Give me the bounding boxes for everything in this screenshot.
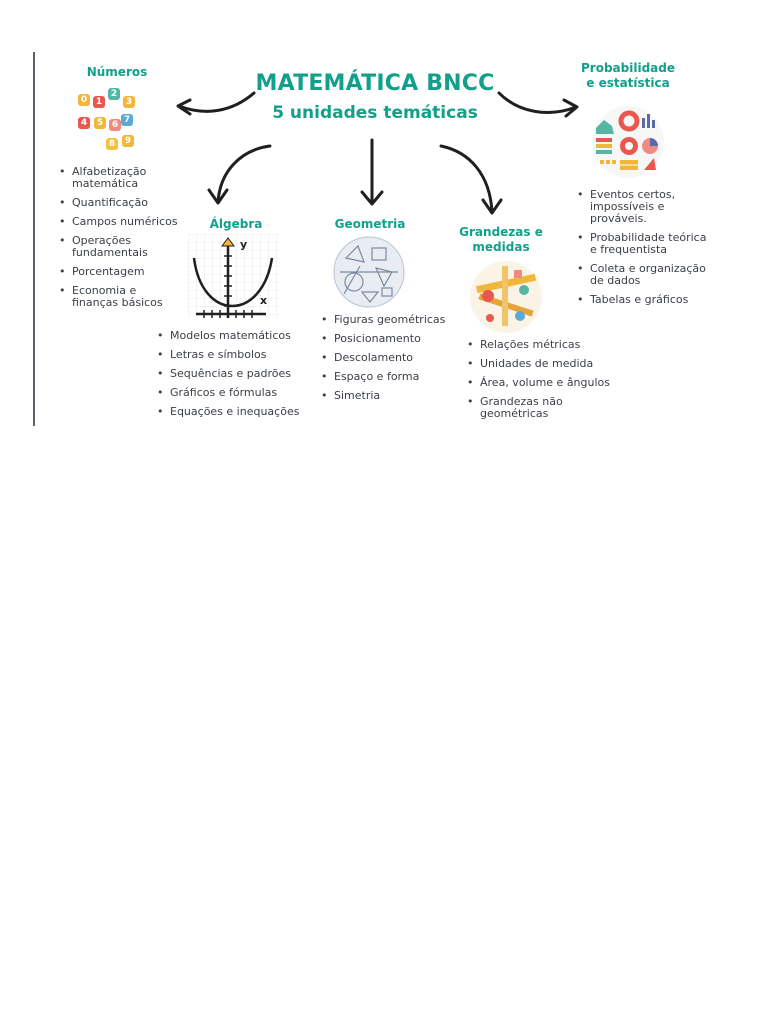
tile-5: 5 (94, 117, 106, 129)
list-item: Porcentagem (58, 266, 178, 279)
list-item: Descolamento (320, 352, 460, 365)
list-item: Área, volume e ângulos (466, 377, 626, 390)
list-item: Relações métricas (466, 339, 626, 352)
list-item: Gráficos e fórmulas (156, 387, 306, 400)
arrowhead-algebra (207, 188, 229, 205)
tile-0: 0 (78, 94, 90, 106)
list-item: Tabelas e gráficos (576, 294, 716, 307)
tile-8: 8 (106, 138, 118, 150)
list-item: Alfabetização matemática (58, 166, 178, 190)
page-subtitle: 5 unidades temáticas (272, 103, 478, 123)
arrowhead-geometria (360, 190, 384, 206)
list-item: Figuras geométricas (320, 314, 460, 327)
mind-map: MATEMÁTICA BNCC 5 unidades temáticas Núm… (0, 0, 768, 430)
connector-arrows (176, 91, 579, 215)
tile-4: 4 (78, 117, 90, 129)
list-numeros: Alfabetização matemática Quantificação C… (58, 166, 178, 316)
list-item: Economia e finanças básicos (58, 285, 178, 309)
list-item: Unidades de medida (466, 358, 626, 371)
list-item: Quantificação (58, 197, 178, 210)
tile-1: 1 (93, 96, 105, 108)
arrowhead-numeros (176, 98, 192, 116)
parabola-graph-icon: y x (188, 234, 280, 324)
list-grandezas: Relações métricas Unidades de medida Áre… (466, 339, 626, 427)
arrowhead-probabilidade (562, 98, 579, 118)
heading-algebra: Álgebra (209, 217, 263, 231)
arrow-to-grandezas (439, 144, 494, 214)
tile-2: 2 (108, 88, 120, 100)
axis-x-label: x (260, 294, 267, 307)
arrow-to-numeros (177, 91, 256, 113)
arrowhead-grandezas (481, 198, 503, 215)
list-item: Coleta e organização de dados (576, 263, 716, 287)
heading-numeros: Números (86, 65, 148, 79)
tile-9: 9 (122, 135, 134, 147)
list-item: Posicionamento (320, 333, 460, 346)
list-item: Campos numéricos (58, 216, 178, 229)
list-item: Modelos matemáticos (156, 330, 306, 343)
list-item: Espaço e forma (320, 371, 460, 384)
central-title: MATEMÁTICA BNCC 5 unidades temáticas (250, 70, 500, 124)
list-item: Letras e símbolos (156, 349, 306, 362)
heading-probabilidade: Probabilidade e estatística (581, 61, 675, 90)
tile-6: 6 (109, 119, 121, 131)
geometry-doodles-icon (332, 236, 406, 308)
left-border-line (33, 52, 35, 426)
list-algebra: Modelos matemáticos Letras e símbolos Se… (156, 330, 306, 425)
number-tiles-icon: 0 1 2 3 4 5 6 7 8 9 (76, 86, 138, 156)
heading-geometria: Geometria (334, 217, 406, 231)
list-item: Sequências e padrões (156, 368, 306, 381)
tile-7: 7 (121, 114, 133, 126)
list-geometria: Figuras geométricas Posicionamento Desco… (320, 314, 460, 409)
list-item: Eventos certos, impossíveis e prováveis. (576, 189, 716, 225)
arrow-to-probabilidade (497, 91, 578, 114)
chart-collage-icon (592, 104, 664, 180)
axis-y-label: y (240, 238, 247, 251)
list-probabilidade: Eventos certos, impossíveis e prováveis.… (576, 189, 716, 313)
arrow-to-algebra (216, 144, 272, 204)
list-item: Grandezas não geométricas (466, 396, 626, 420)
tile-3: 3 (123, 96, 135, 108)
list-item: Equações e inequações (156, 406, 306, 419)
list-item: Operações fundamentais (58, 235, 178, 259)
list-item: Simetria (320, 390, 460, 403)
list-item: Probabilidade teórica e frequentista (576, 232, 716, 256)
page-title: MATEMÁTICA BNCC (255, 71, 495, 96)
measuring-tools-icon (468, 260, 544, 334)
heading-grandezas: Grandezas e medidas (459, 225, 543, 254)
